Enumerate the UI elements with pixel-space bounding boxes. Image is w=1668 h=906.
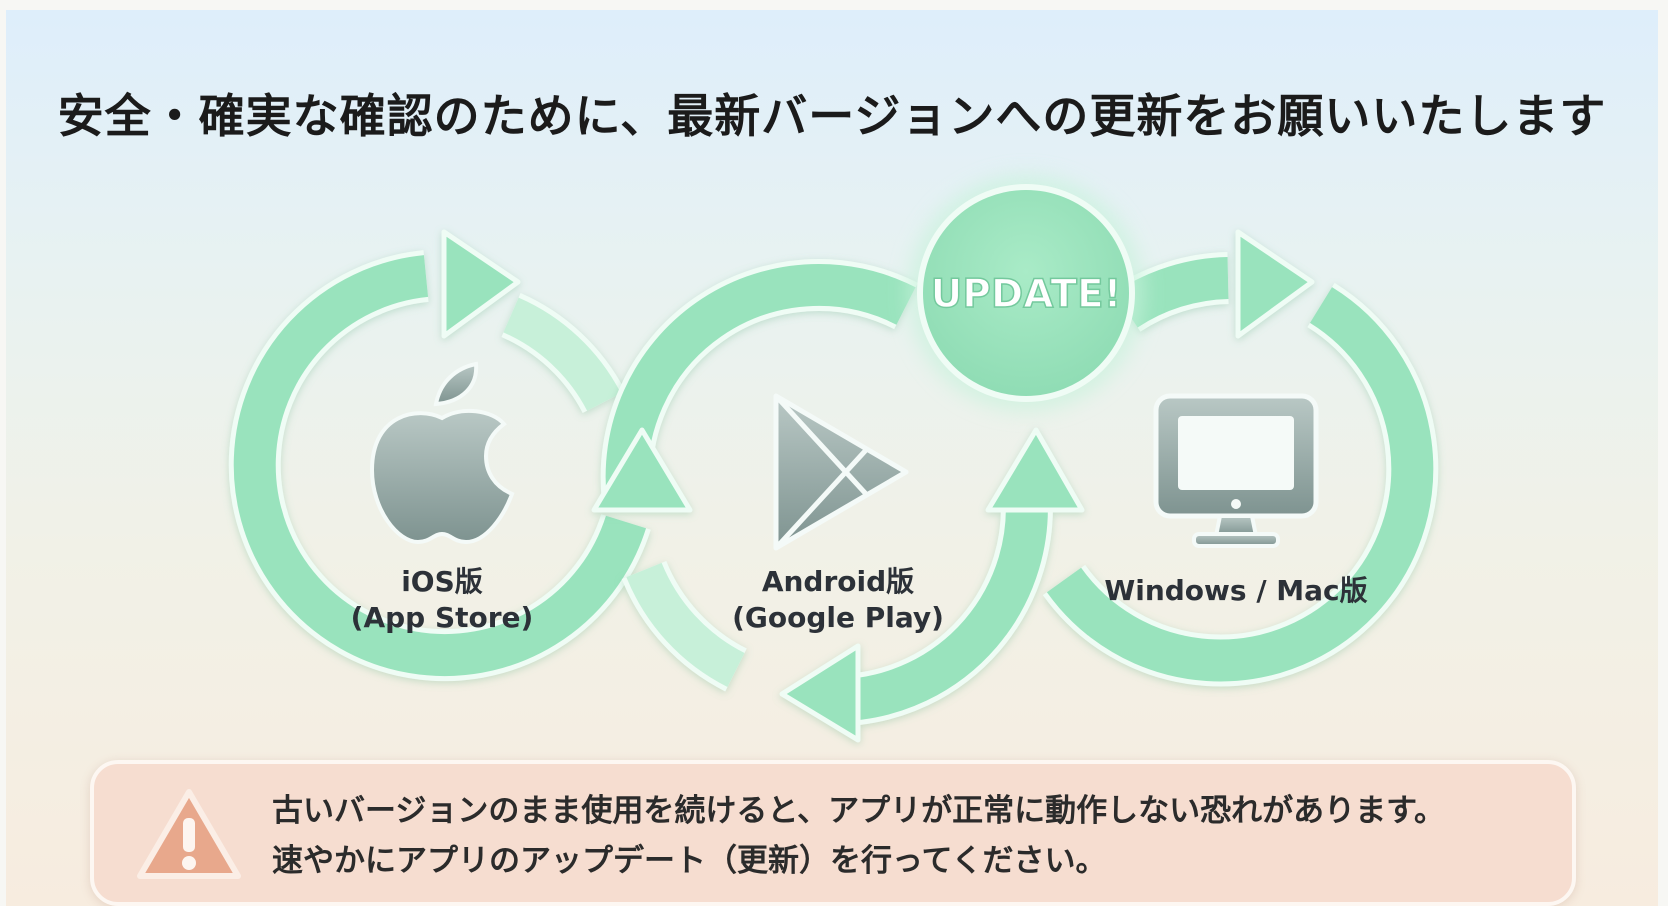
apple-logo-icon	[369, 361, 515, 545]
slide: 安全・確実な確認のために、最新バージョンへの更新をお願いいたします	[6, 10, 1658, 906]
notice-line-1: 古いバージョンのまま使用を続けると、アプリが正常に動作しない恐れがあります。	[272, 793, 1446, 829]
warning-notice: 古いバージョンのまま使用を続けると、アプリが正常に動作しない恐れがあります。 速…	[90, 760, 1576, 906]
notice-text: 古いバージョンのまま使用を続けると、アプリが正常に動作しない恐れがあります。 速…	[272, 786, 1445, 886]
update-cycle-diagram: UPDATE! iOS版 (App Store) Android版 (Googl…	[228, 175, 1439, 743]
android-label: Android版	[762, 565, 914, 598]
desktop-loop	[1042, 229, 1439, 687]
notice-line-2: 速やかにアプリのアップデート（更新）を行ってください。	[272, 843, 1107, 879]
ios-store-label: (App Store)	[351, 601, 534, 634]
update-badge: UPDATE!	[908, 175, 1144, 411]
ios-label: iOS版	[401, 565, 483, 598]
desktop-label: Windows / Mac版	[1104, 574, 1367, 607]
android-loop	[591, 258, 1085, 743]
monitor-icon	[1153, 393, 1319, 548]
android-store-label: (Google Play)	[732, 601, 944, 634]
warning-icon	[137, 789, 241, 879]
google-play-icon	[773, 393, 909, 551]
update-label: UPDATE!	[931, 272, 1122, 317]
page-title: 安全・確実な確認のために、最新バージョンへの更新をお願いいたします	[57, 89, 1607, 143]
ios-loop	[228, 229, 651, 682]
